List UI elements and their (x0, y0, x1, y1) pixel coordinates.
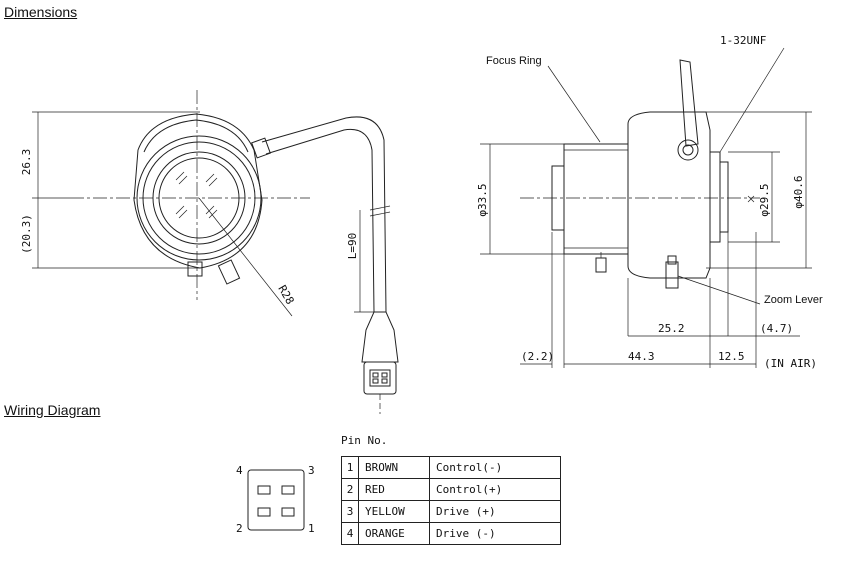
wiring-table: 1 BROWN Control(-) 2 RED Control(+) 3 YE… (341, 456, 561, 545)
pin-number-header: Pin No. (341, 434, 388, 447)
dim-25-2: 25.2 (658, 322, 685, 335)
function-cell: Control(-) (429, 456, 561, 479)
wire-color-cell: RED (358, 478, 430, 501)
dimensions-title: Dimensions (4, 4, 78, 20)
dim-r28: R28 (275, 283, 296, 307)
wire-color-cell: YELLOW (358, 500, 430, 523)
pin-label-2: 2 (236, 522, 243, 535)
table-row: 4 ORANGE Drive (-) (341, 522, 561, 545)
wiring-diagram-title: Wiring Diagram (4, 402, 101, 418)
pin-number-cell: 2 (341, 478, 359, 501)
in-air-note: (IN AIR) (764, 357, 817, 370)
function-cell: Drive (-) (429, 522, 561, 545)
pin-label-1: 1 (308, 522, 315, 535)
thread-label: 1-32UNF (720, 34, 766, 47)
dim-cable-length: L=90 (346, 233, 359, 260)
pin-number-cell: 3 (341, 500, 359, 523)
focus-ring-label: Focus Ring (486, 55, 542, 67)
dim-44-3: 44.3 (628, 350, 655, 363)
pin-number-cell: 1 (341, 456, 359, 479)
pin-label-3: 3 (308, 464, 315, 477)
function-cell: Control(+) (429, 478, 561, 501)
connector-pinout-diagram (247, 469, 305, 531)
wire-color-cell: ORANGE (358, 522, 430, 545)
dim-dia-40-6: φ40.6 (792, 175, 805, 208)
table-row: 2 RED Control(+) (341, 478, 561, 501)
side-view-lens (480, 47, 812, 368)
dim-dia-33-5: φ33.5 (476, 183, 489, 216)
dim-20-3: (20.3) (20, 214, 33, 254)
table-row: 3 YELLOW Drive (+) (341, 500, 561, 523)
dim-12-5: 12.5 (718, 350, 745, 363)
zoom-lever-label: Zoom Lever (764, 294, 823, 306)
dim-2-2: (2.2) (521, 350, 554, 363)
pin-number-cell: 4 (341, 522, 359, 545)
table-row: 1 BROWN Control(-) (341, 456, 561, 479)
dim-26-3: 26.3 (20, 149, 33, 176)
function-cell: Drive (+) (429, 500, 561, 523)
front-view-lens (32, 90, 399, 414)
wire-color-cell: BROWN (358, 456, 430, 479)
dim-dia-29-5: φ29.5 (758, 183, 771, 216)
dim-4-7: (4.7) (760, 322, 793, 335)
pin-label-4: 4 (236, 464, 243, 477)
